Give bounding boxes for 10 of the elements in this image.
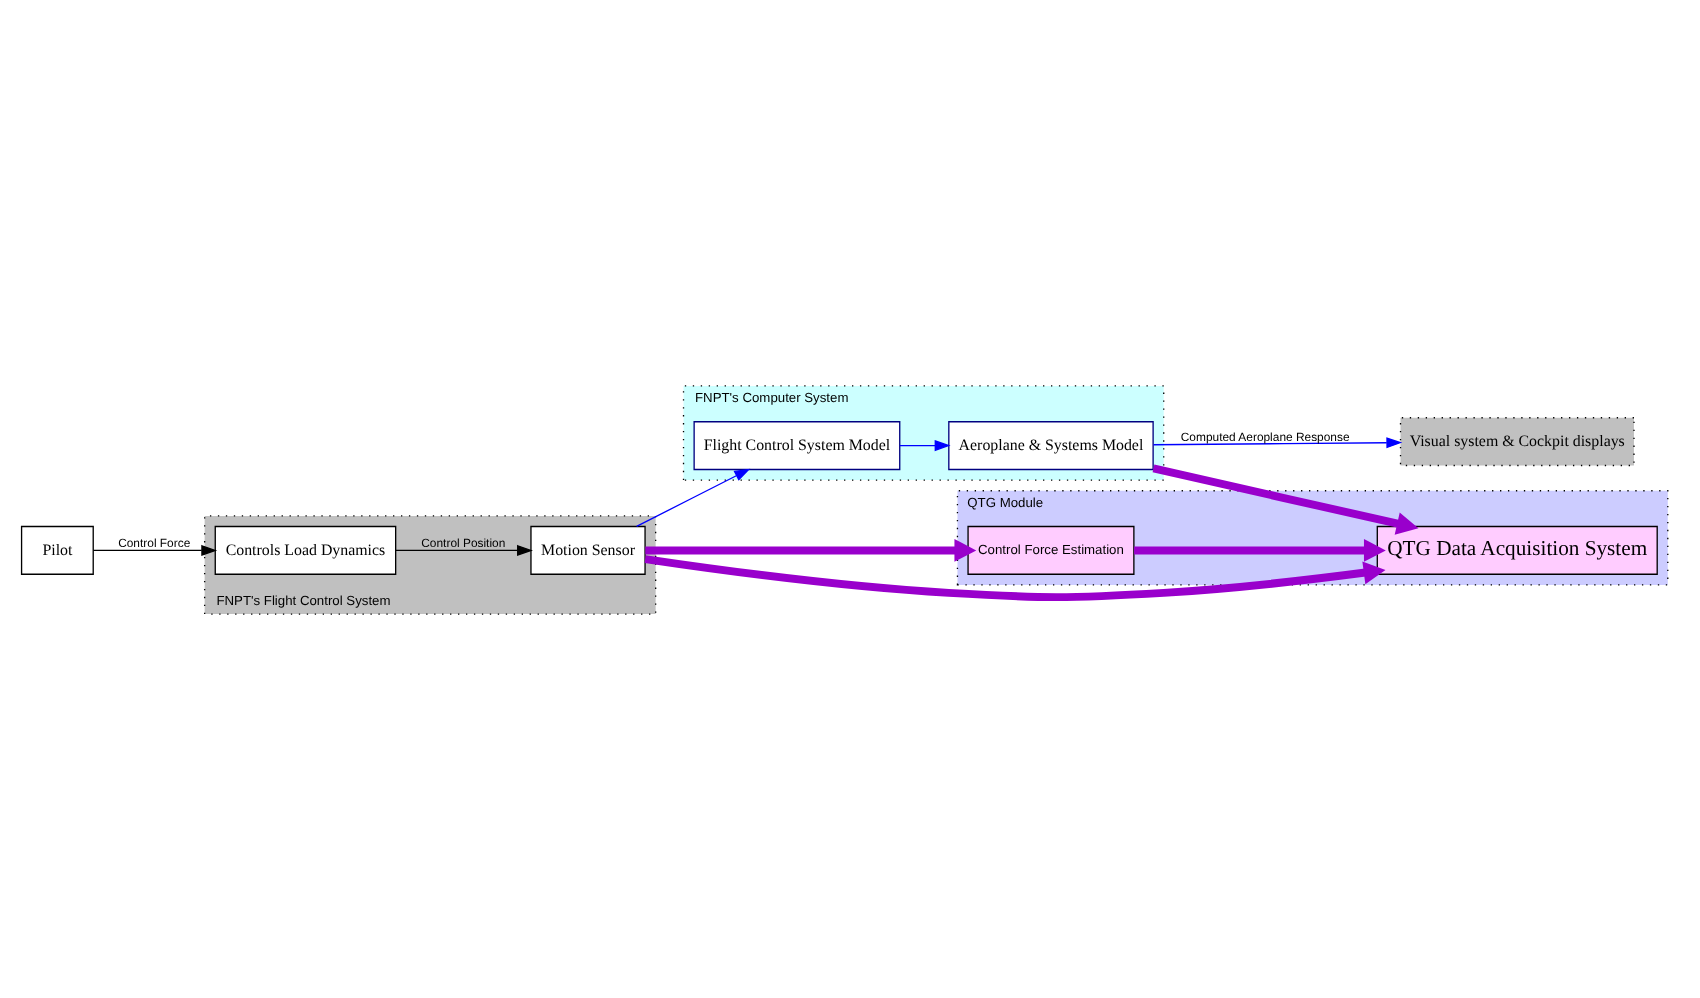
node-box: QTG Data Acquisition System xyxy=(1376,524,1658,574)
arrow xyxy=(1152,436,1403,448)
arrow xyxy=(899,439,951,451)
arrow xyxy=(1134,537,1386,561)
arrow xyxy=(395,543,533,555)
arrow xyxy=(1152,463,1419,534)
arrow xyxy=(92,543,218,555)
arrow xyxy=(645,537,977,561)
arrow xyxy=(636,467,751,527)
arrow xyxy=(644,554,1386,601)
